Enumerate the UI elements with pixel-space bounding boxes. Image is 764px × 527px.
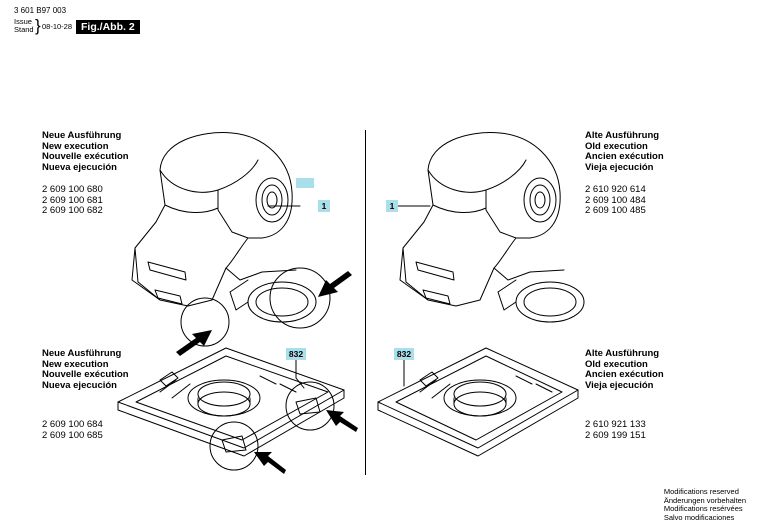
stand-label: Stand — [14, 25, 34, 34]
part-number: 2 609 100 485 — [585, 205, 646, 217]
heading-line: Vieja ejecución — [585, 379, 654, 391]
right-bottom-heading: Alte Ausführung Old execution Ancien exé… — [585, 348, 664, 391]
sanding-pad-new — [117, 347, 345, 471]
callout-832-left: 832 — [286, 348, 306, 360]
issue-date: 08-10-28 — [42, 22, 73, 31]
right-bottom-part-numbers: 2 610 921 133 2 609 199 151 — [585, 419, 646, 441]
part-number: 2 609 100 682 — [42, 205, 103, 217]
footer-line: Salvo modificaciones — [663, 512, 735, 522]
figure-label: Fig./Abb. 2 — [76, 20, 140, 34]
footer-line: Modifications resérvées — [663, 504, 743, 514]
sander-housing-old — [399, 132, 585, 323]
brace-glyph: } — [35, 16, 41, 35]
sander-housing-new — [131, 132, 331, 347]
center-divider — [365, 130, 366, 475]
heading-line: Vieja ejecución — [585, 161, 654, 173]
heading-line: Nouvelle exécution — [42, 369, 129, 381]
heading-line: New execution — [42, 358, 109, 370]
heading-line: Neue Ausführung — [42, 348, 122, 359]
left-top-heading: Neue Ausführung New execution Nouvelle e… — [42, 130, 129, 173]
part-number: 2 609 199 151 — [585, 429, 646, 441]
document-number: 3 601 B97 003 — [14, 6, 67, 15]
right-top-heading: Alte Ausführung Old execution Ancien exé… — [585, 130, 664, 173]
callout-832-right: 832 — [394, 348, 414, 360]
part-number: 2 609 100 681 — [42, 194, 103, 206]
heading-line: Ancien exécution — [585, 151, 664, 163]
part-number: 2 609 100 685 — [42, 429, 103, 441]
left-bottom-part-numbers: 2 609 100 684 2 609 100 685 — [42, 419, 103, 441]
part-number: 2 610 920 614 — [585, 184, 646, 195]
heading-line: Neue Ausführung — [42, 130, 122, 141]
heading-line: Nueva ejecución — [42, 161, 117, 173]
left-top-part-numbers: 2 609 100 680 2 609 100 681 2 609 100 68… — [42, 184, 103, 217]
left-bottom-heading: Neue Ausführung New execution Nouvelle e… — [42, 348, 129, 391]
callout-blank — [296, 178, 314, 188]
part-number: 2 610 921 133 — [585, 419, 646, 430]
heading-line: Alte Ausführung — [585, 348, 660, 359]
heading-line: Old execution — [585, 358, 648, 370]
arrow-icon — [176, 271, 358, 474]
part-number: 2 609 100 484 — [585, 194, 646, 206]
issue-label: Issue — [14, 17, 32, 26]
right-top-part-numbers: 2 610 920 614 2 609 100 484 2 609 100 48… — [585, 184, 646, 217]
heading-line: Ancien exécution — [585, 369, 664, 381]
issue-stand-label: Issue Stand — [14, 18, 34, 34]
footer-line: Modifications reserved — [663, 487, 739, 496]
heading-line: New execution — [42, 140, 109, 152]
part-number: 2 609 100 684 — [42, 419, 103, 430]
heading-line: Alte Ausführung — [585, 130, 660, 141]
callout-1-right: 1 — [386, 200, 398, 212]
leader-lines — [267, 205, 431, 389]
heading-line: Nueva ejecución — [42, 379, 117, 391]
sanding-pad-old — [377, 347, 579, 457]
footer-line: Änderungen vorbehalten — [663, 495, 746, 505]
heading-line: Nouvelle exécution — [42, 151, 129, 163]
callout-1-left: 1 — [318, 200, 330, 212]
modifications-note: Modifications reserved Änderungen vorbeh… — [663, 487, 746, 522]
part-number: 2 609 100 680 — [42, 184, 103, 195]
heading-line: Old execution — [585, 140, 648, 152]
